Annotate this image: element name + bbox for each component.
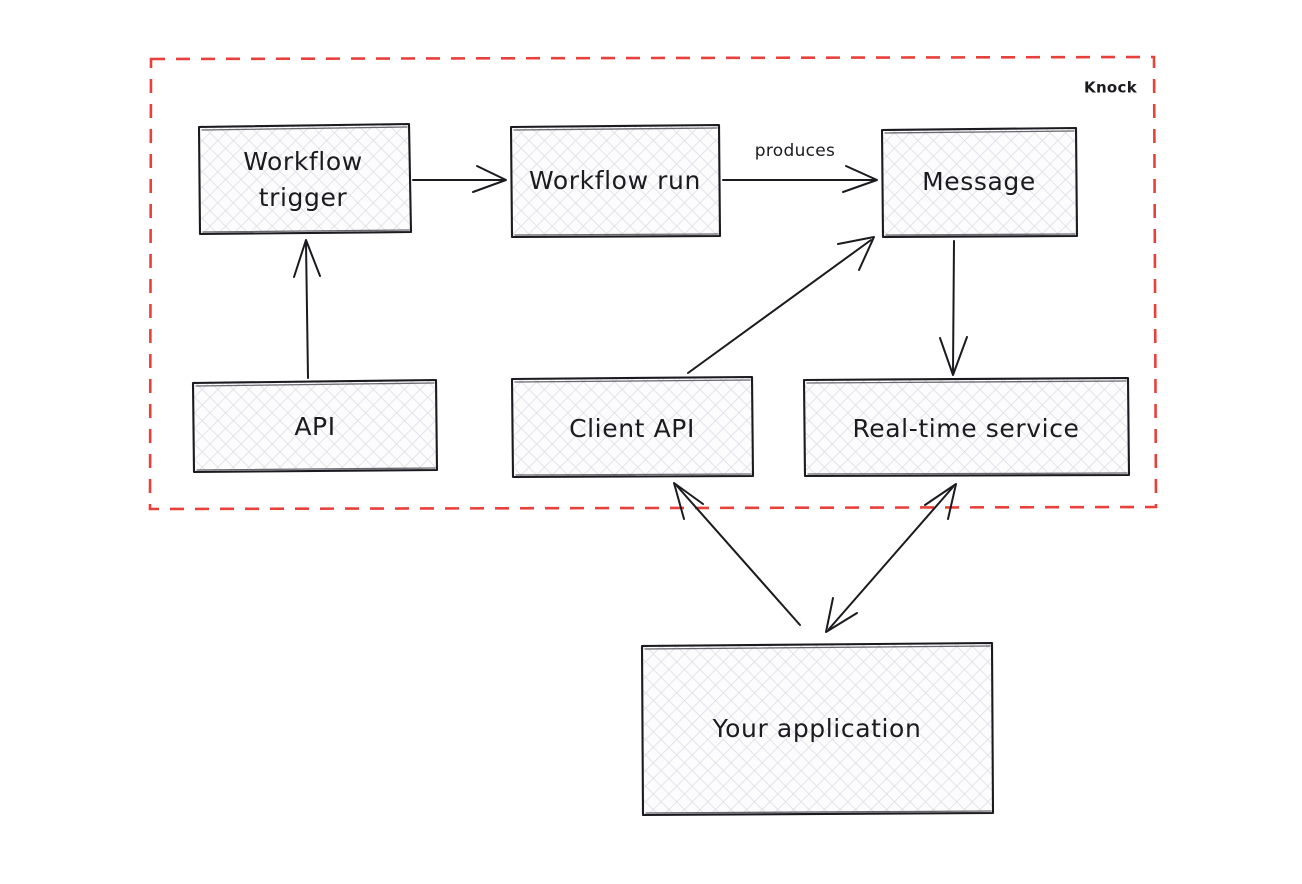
edge-your-application-real-time-service bbox=[825, 483, 957, 633]
node-message-border-sketch bbox=[884, 130, 1076, 236]
node-api[interactable]: API bbox=[191, 378, 439, 474]
node-client-api-border bbox=[510, 375, 755, 479]
node-message[interactable]: Message bbox=[880, 126, 1079, 239]
edge-api-to-trigger-arrowhead bbox=[293, 239, 321, 278]
node-workflow-run-border-sketch bbox=[513, 127, 719, 236]
node-workflow-trigger-label-line-1: Workflow bbox=[243, 147, 363, 176]
node-client-api-label: Client API bbox=[569, 414, 695, 443]
node-client-api-fill bbox=[512, 378, 752, 476]
edge-api-to-trigger bbox=[293, 239, 321, 379]
node-workflow-trigger[interactable]: Workflow trigger bbox=[197, 122, 413, 236]
node-your-application-fill bbox=[642, 644, 993, 814]
node-workflow-trigger-label-line-2: trigger bbox=[259, 183, 348, 212]
node-real-time-service-fill bbox=[804, 379, 1128, 475]
node-workflow-run-fill bbox=[511, 126, 719, 236]
node-your-application-border-sketch bbox=[644, 645, 992, 814]
node-real-time-service-border bbox=[802, 376, 1131, 478]
edge-run-to-message-arrowhead bbox=[842, 165, 878, 193]
edge-your-application-to-client-api bbox=[673, 482, 801, 626]
node-your-application-label: Your application bbox=[712, 714, 922, 743]
node-api-fill bbox=[193, 381, 436, 471]
node-api-border bbox=[191, 378, 439, 474]
edge-run-to-message: produces bbox=[722, 141, 878, 193]
edge-client-api-to-message-line bbox=[687, 239, 872, 374]
node-workflow-run-border bbox=[509, 123, 722, 239]
node-client-api-border-sketch bbox=[514, 379, 752, 476]
edge-your-application-to-client-api-arrowhead bbox=[673, 482, 704, 520]
node-real-time-service-label: Real-time service bbox=[852, 414, 1079, 443]
edge-trigger-to-run bbox=[412, 165, 507, 193]
edge-trigger-to-run-arrowhead bbox=[472, 165, 507, 193]
edge-message-to-real-time-service-arrowhead bbox=[939, 336, 968, 376]
edge-client-api-to-message bbox=[687, 236, 875, 374]
node-real-time-service[interactable]: Real-time service bbox=[802, 376, 1131, 478]
node-real-time-service-border-sketch bbox=[806, 380, 1128, 475]
node-api-label: API bbox=[294, 412, 335, 441]
edge-api-to-trigger-line bbox=[305, 242, 309, 379]
edge-client-api-to-message-arrowhead bbox=[837, 236, 875, 271]
node-workflow-trigger-border bbox=[197, 122, 413, 236]
edge-message-to-real-time-service bbox=[939, 240, 968, 376]
node-your-application[interactable]: Your application bbox=[640, 641, 995, 817]
node-client-api[interactable]: Client API bbox=[510, 375, 755, 479]
node-message-label: Message bbox=[922, 167, 1036, 196]
edge-message-to-real-time-service-line bbox=[952, 240, 955, 372]
edge-your-application-real-time-service-line bbox=[828, 486, 954, 630]
node-api-border-sketch bbox=[195, 382, 436, 471]
knock-boundary-rect bbox=[148, 55, 1158, 511]
node-workflow-run-label: Workflow run bbox=[529, 166, 701, 195]
knock-boundary-label: Knock bbox=[1084, 79, 1138, 97]
node-message-fill bbox=[882, 129, 1076, 236]
edge-your-application-to-client-api-line bbox=[676, 485, 801, 626]
node-message-border bbox=[880, 126, 1079, 239]
node-workflow-run[interactable]: Workflow run bbox=[509, 123, 722, 239]
node-your-application-border bbox=[640, 641, 995, 817]
edge-your-application-real-time-service-arrowhead-bottom bbox=[825, 597, 858, 633]
edge-your-application-real-time-service-arrowhead-top bbox=[924, 483, 957, 520]
edge-run-to-message-label: produces bbox=[755, 141, 835, 161]
node-workflow-trigger-border-sketch bbox=[201, 126, 410, 233]
node-workflow-trigger-fill bbox=[199, 125, 410, 233]
knock-boundary: Knock bbox=[148, 55, 1158, 511]
